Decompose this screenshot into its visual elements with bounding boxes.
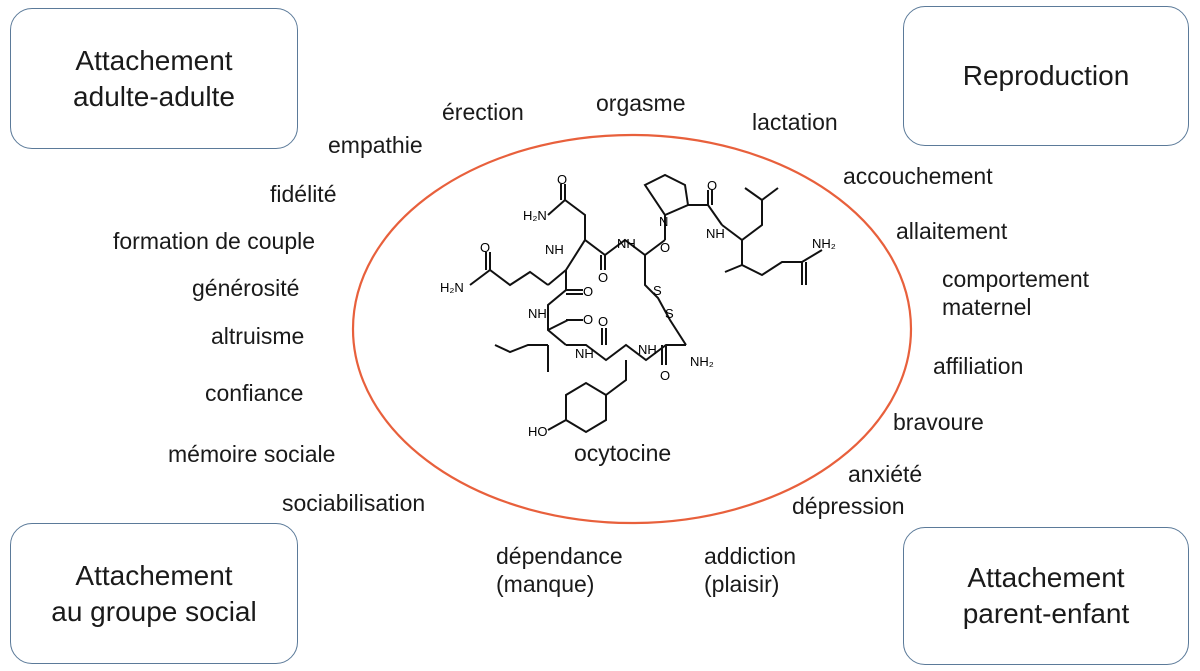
atom-label: NH₂: [812, 236, 836, 251]
box-line: Attachement: [75, 559, 233, 591]
atom-label: NH₂: [690, 354, 714, 369]
term-affiliation: affiliation: [933, 353, 1024, 379]
term-line: dépendance: [496, 543, 623, 569]
atom-label: NH: [638, 342, 657, 357]
atom-label: O: [660, 240, 670, 255]
box-line: Attachement: [967, 562, 1125, 593]
atom-label: O: [660, 368, 670, 383]
term-line: (manque): [496, 571, 595, 597]
term-line: (plaisir): [704, 571, 780, 597]
term-empathie: empathie: [328, 132, 423, 158]
term-comportement-maternel: comportement maternel: [942, 265, 1089, 321]
atom-label: S: [653, 283, 662, 298]
term-anxiete: anxiété: [848, 461, 923, 487]
atom-label: NH: [528, 306, 547, 321]
term-dependance: dépendance (manque): [496, 542, 623, 598]
term-accouchement: accouchement: [843, 163, 993, 189]
term-generosite: générosité: [192, 275, 300, 301]
atom-label: O: [583, 312, 593, 327]
term-line: maternel: [942, 294, 1032, 320]
term-orgasme: orgasme: [596, 90, 686, 116]
term-confiance: confiance: [205, 380, 304, 406]
box-attachement-parent-enfant: Attachement parent-enfant: [903, 527, 1189, 665]
term-bravoure: bravoure: [893, 409, 984, 435]
term-allaitement: allaitement: [896, 218, 1008, 244]
term-erection: érection: [442, 99, 524, 125]
term-altruisme: altruisme: [211, 323, 305, 349]
atom-label: O: [480, 240, 490, 255]
atom-label: NH: [545, 242, 564, 257]
box-line: au groupe social: [51, 595, 257, 627]
term-sociabilisation: sociabilisation: [282, 490, 426, 516]
box-line: adulte-adulte: [73, 80, 235, 112]
term-fidelite: fidélité: [270, 181, 337, 207]
atom-label: S: [665, 306, 674, 321]
term-line: comportement: [942, 266, 1090, 292]
box-line: Attachement: [75, 44, 233, 76]
term-line: addiction: [704, 543, 797, 569]
box-reproduction: Reproduction: [903, 6, 1189, 146]
term-lactation: lactation: [752, 109, 838, 135]
box-line: Reproduction: [962, 60, 1130, 91]
term-formation-de-couple: formation de couple: [113, 228, 316, 254]
atom-label: HO: [528, 424, 548, 439]
atom-label: O: [707, 178, 717, 193]
ocytocine-label: ocytocine: [574, 440, 672, 466]
atom-label: O: [598, 270, 608, 285]
term-depression: dépression: [792, 493, 905, 519]
atom-label: NH: [706, 226, 725, 241]
atom-label: N: [659, 214, 668, 229]
box-line: parent-enfant: [962, 598, 1130, 629]
atom-label: NH: [617, 236, 636, 251]
term-addiction: addiction (plaisir): [704, 542, 796, 598]
atom-label: O: [583, 284, 593, 299]
box-attachement-groupe-social: Attachement au groupe social: [10, 523, 298, 664]
atom-label: O: [598, 314, 608, 329]
box-attachement-adulte-adulte: Attachement adulte-adulte: [10, 8, 298, 149]
atom-label: O: [557, 172, 567, 187]
atom-label: H₂N: [523, 208, 547, 223]
atom-label: H₂N: [440, 280, 464, 295]
atom-label: NH: [575, 346, 594, 361]
term-memoire-sociale: mémoire sociale: [168, 441, 336, 467]
